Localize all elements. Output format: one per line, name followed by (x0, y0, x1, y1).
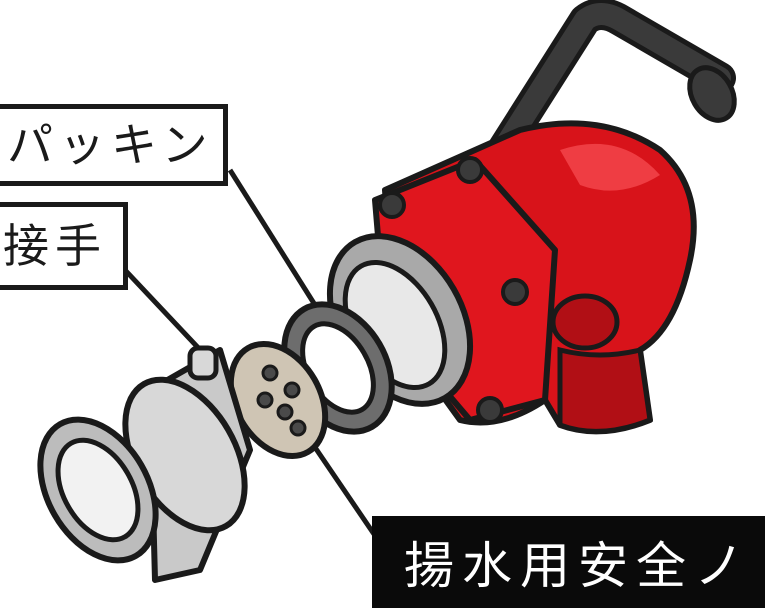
label-packing: パッキン (0, 104, 228, 186)
leader-line-packing (227, 168, 318, 307)
label-packing-text: パッキン (7, 118, 214, 172)
label-joint-text: 接手 (3, 219, 107, 273)
bolt-icon (501, 278, 529, 306)
leader-line-nozzle (307, 438, 381, 542)
handle-icon (439, 0, 737, 241)
label-nozzle-text: 揚水用安全ノ (404, 537, 752, 595)
bolt-icon (378, 191, 406, 219)
joint-coupling-icon (37, 345, 253, 583)
label-joint: 接手 (0, 202, 128, 290)
bolt-icon (476, 396, 504, 424)
leader-line-joint (123, 268, 207, 357)
label-nozzle: 揚水用安全ノ (372, 516, 765, 608)
leader-lines (123, 168, 381, 542)
bolt-icon (456, 156, 484, 184)
